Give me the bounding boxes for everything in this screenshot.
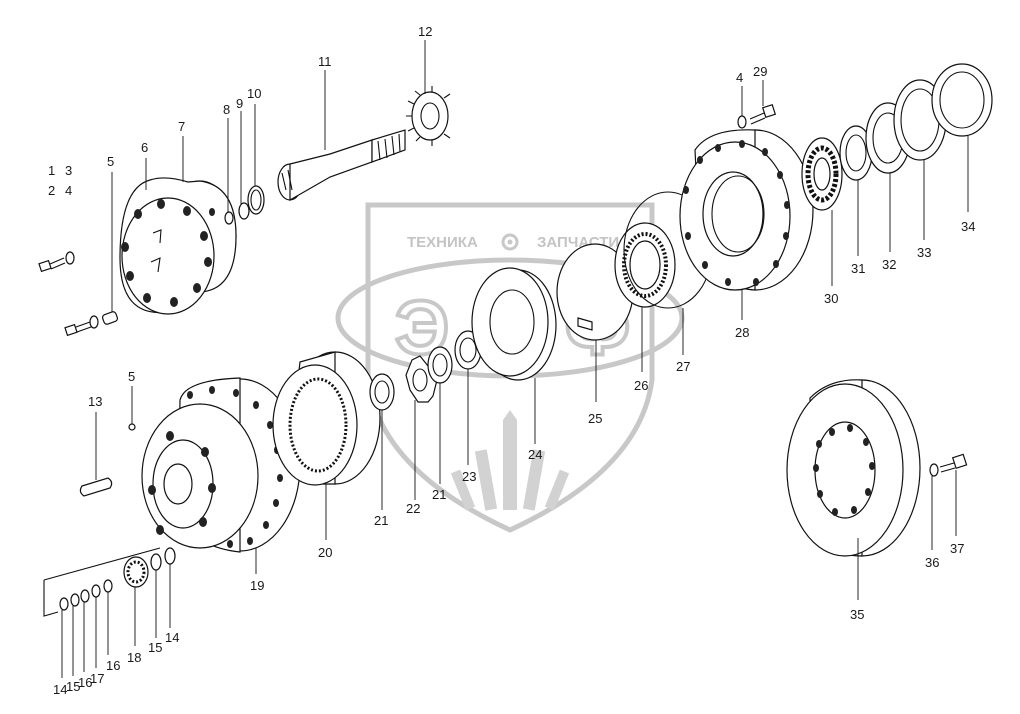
hub-19 bbox=[141, 377, 301, 553]
callout-24: 24 bbox=[528, 447, 542, 462]
callout-26: 26 bbox=[634, 378, 648, 393]
bolt-1-2 bbox=[38, 251, 75, 273]
rings-8-9-10 bbox=[224, 185, 265, 225]
callout-27: 27 bbox=[676, 359, 690, 374]
callout-2: 2 bbox=[48, 183, 55, 198]
parts bbox=[38, 63, 993, 617]
bearing-21-right bbox=[427, 346, 453, 384]
callout-20: 20 bbox=[318, 545, 332, 560]
callout-7: 7 bbox=[178, 119, 185, 134]
bearing-26 bbox=[614, 222, 676, 308]
callout-21-right: 21 bbox=[432, 487, 446, 502]
callout-4-right: 4 bbox=[736, 70, 743, 85]
callout-22: 22 bbox=[406, 501, 420, 516]
callout-13: 13 bbox=[88, 394, 102, 409]
callout-18: 18 bbox=[127, 650, 141, 665]
callout-labels: 1 2 3 4 5 6 7 8 9 10 11 12 5 13 19 20 21… bbox=[48, 24, 975, 697]
callout-32: 32 bbox=[882, 257, 896, 272]
ring-gear-20 bbox=[272, 351, 381, 486]
callout-5-lower: 5 bbox=[128, 369, 135, 384]
cover-6-7 bbox=[119, 177, 237, 315]
brake-disc-35 bbox=[786, 379, 921, 557]
callout-17: 17 bbox=[90, 671, 104, 686]
hub-28 bbox=[679, 129, 814, 291]
callout-19: 19 bbox=[250, 578, 264, 593]
callout-16-lower-left: 16 bbox=[78, 675, 92, 690]
callout-15-lower-right: 15 bbox=[148, 640, 162, 655]
gear-12 bbox=[406, 86, 451, 146]
pin-13 bbox=[79, 477, 113, 497]
callout-6: 6 bbox=[141, 140, 148, 155]
watermark-wheat-icon bbox=[450, 410, 570, 511]
callout-12: 12 bbox=[418, 24, 432, 39]
bolt-29 bbox=[737, 103, 777, 129]
bolt-and-stud-5 bbox=[64, 311, 119, 337]
callout-33: 33 bbox=[917, 245, 931, 260]
callout-34: 34 bbox=[961, 219, 975, 234]
callout-31: 31 bbox=[851, 261, 865, 276]
watermark-left-text: ТЕХНИКА bbox=[407, 234, 478, 251]
watermark-gear-icon bbox=[501, 233, 519, 251]
callout-30: 30 bbox=[824, 291, 838, 306]
callout-16-lower: 16 bbox=[106, 658, 120, 673]
callout-23: 23 bbox=[462, 469, 476, 484]
callout-3: 3 bbox=[65, 163, 72, 178]
callout-9: 9 bbox=[236, 96, 243, 111]
callout-14-lower-left: 14 bbox=[53, 682, 67, 697]
seal-24 bbox=[471, 267, 557, 381]
callout-1: 1 bbox=[48, 163, 55, 178]
lock-washer-22 bbox=[405, 355, 438, 403]
cap-34 bbox=[931, 63, 993, 137]
ball-5 bbox=[128, 423, 136, 431]
bearing-21-left bbox=[369, 373, 395, 411]
callout-37: 37 bbox=[950, 541, 964, 556]
callout-11: 11 bbox=[318, 54, 332, 69]
callout-8: 8 bbox=[223, 102, 230, 117]
callout-15-lower-left: 15 bbox=[66, 679, 80, 694]
callout-29: 29 bbox=[753, 64, 767, 79]
small-parts-14-18 bbox=[43, 547, 176, 617]
bolt-37 bbox=[929, 453, 968, 477]
callout-35: 35 bbox=[850, 607, 864, 622]
bearing-30 bbox=[801, 137, 843, 211]
callout-28: 28 bbox=[735, 325, 749, 340]
callout-36: 36 bbox=[925, 555, 939, 570]
callout-14-lower-right: 14 bbox=[165, 630, 179, 645]
callout-25: 25 bbox=[588, 411, 602, 426]
callout-4: 4 bbox=[65, 183, 72, 198]
shaft-11 bbox=[277, 129, 406, 202]
callout-10: 10 bbox=[247, 86, 261, 101]
callout-21-left: 21 bbox=[374, 513, 388, 528]
leader-lines bbox=[61, 40, 969, 678]
callout-5-upper: 5 bbox=[107, 154, 114, 169]
